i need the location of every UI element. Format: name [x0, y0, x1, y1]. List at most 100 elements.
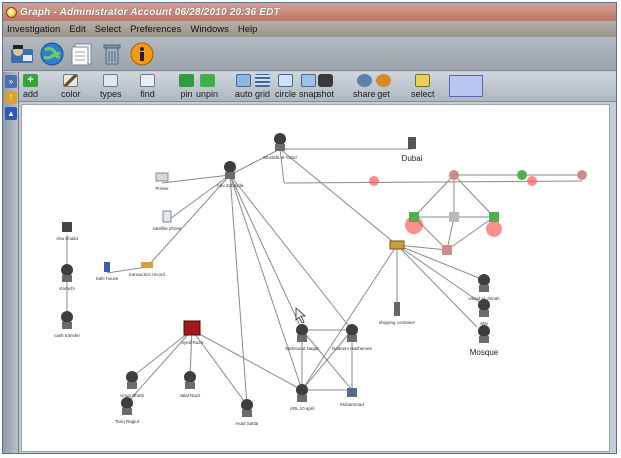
app-icon	[6, 6, 17, 18]
unpin-button[interactable]: unpin	[196, 74, 218, 99]
expand-icon[interactable]: »	[5, 75, 17, 88]
edge	[191, 329, 248, 406]
edge	[396, 244, 485, 281]
edge	[446, 216, 455, 251]
unpin-icon	[199, 74, 215, 87]
screenshot-button[interactable]: shot	[317, 74, 334, 99]
edge	[453, 174, 495, 218]
graph-node[interactable]: Syed Raza	[181, 320, 204, 345]
node-label: Mai	[480, 321, 487, 326]
graph-node[interactable]	[577, 170, 587, 180]
get-button[interactable]: get	[376, 74, 391, 99]
select-icon	[415, 74, 431, 87]
main-toolbar	[3, 37, 616, 71]
graph-node[interactable]: Karachi	[59, 264, 75, 291]
info-icon[interactable]	[129, 41, 155, 67]
network-graph[interactable]: Mustafa al-Yazid Dubai Abu Zubayda Print…	[22, 105, 610, 452]
circle-icon	[278, 74, 293, 87]
graph-node[interactable]: Mohammad	[340, 388, 364, 407]
node-label: Jalal Nazir	[179, 393, 201, 398]
graph-node[interactable]: Ubaid Al Jinnah	[468, 274, 500, 301]
graph-node[interactable]: Mosque	[470, 325, 499, 357]
menu-help[interactable]: Help	[237, 23, 258, 35]
menu-preferences[interactable]: Preferences	[130, 23, 182, 35]
graph-node[interactable]: URL 10 april	[290, 384, 315, 411]
node-label: Safe house	[96, 276, 119, 281]
edge	[301, 244, 398, 391]
graph-canvas[interactable]: Mustafa al-Yazid Dubai Abu Zubayda Print…	[21, 104, 610, 452]
graph-node[interactable]: Tariq Rajput	[115, 397, 140, 424]
snap-button[interactable]: snap	[299, 74, 319, 99]
graph-node[interactable]	[517, 170, 527, 180]
red-highlight	[486, 221, 502, 237]
graph-node[interactable]: transaction record	[129, 262, 166, 277]
edge	[396, 244, 478, 328]
graph-node[interactable]	[442, 245, 452, 255]
graph-node[interactable]: Mustafa al-Yazid	[263, 133, 297, 160]
select-button[interactable]: select	[411, 74, 435, 99]
graph-node[interactable]: Umar Bhatti	[120, 371, 144, 398]
graph-node[interactable]	[389, 240, 405, 250]
warning-icon[interactable]: !	[5, 91, 17, 104]
document-stack-icon[interactable]	[69, 41, 95, 67]
grid-layout-button[interactable]: grid	[255, 74, 270, 99]
graph-node[interactable]: Abu Zubayda	[217, 161, 244, 188]
graph-node[interactable]: Abu Khalid	[56, 222, 78, 241]
investigator-icon[interactable]	[9, 41, 35, 67]
graph-node[interactable]: Mahmoud Nagat	[285, 324, 319, 351]
find-button[interactable]: find	[140, 74, 155, 99]
edge	[396, 244, 485, 306]
node-label: Abu Khalid	[56, 236, 78, 241]
graph-node[interactable]: Nadeem Hashemee	[332, 324, 373, 351]
pin-button[interactable]: pin	[179, 74, 194, 99]
globe-icon[interactable]	[39, 41, 65, 67]
auto-layout-button[interactable]: auto	[235, 74, 253, 99]
node-label: Umar Bhatti	[120, 393, 144, 398]
node-label: Mahmoud Nagat	[285, 346, 319, 351]
menu-select[interactable]: Select	[94, 23, 122, 35]
graph-node[interactable]: Jalal Nazir	[179, 371, 201, 398]
edge	[283, 180, 583, 184]
highlight-glows	[369, 176, 537, 237]
menu-bar: Investigation Edit Select Preferences Wi…	[3, 21, 616, 37]
graph-node[interactable]	[489, 212, 499, 222]
menu-edit[interactable]: Edit	[69, 23, 86, 35]
trash-can-icon[interactable]	[99, 41, 125, 67]
edge	[189, 329, 193, 378]
node-label: transaction record	[129, 272, 166, 277]
node-label: Mustafa al-Yazid	[263, 155, 297, 160]
node-label: cash transfer	[54, 333, 81, 338]
circle-layout-button[interactable]: circle	[275, 74, 296, 99]
edge	[191, 329, 303, 391]
graph-node[interactable]: Mai	[478, 299, 490, 326]
edge	[396, 244, 448, 251]
graph-node[interactable]: satellite phone	[152, 210, 182, 231]
camera-icon	[318, 74, 333, 87]
add-button[interactable]: + add	[23, 74, 39, 99]
menu-windows[interactable]: Windows	[190, 23, 229, 35]
graph-node[interactable]	[449, 212, 459, 222]
graph-node[interactable]: shipping container	[379, 302, 416, 325]
mouse-pointer-icon	[295, 307, 307, 324]
edge	[106, 266, 148, 274]
title-bar[interactable]: Graph - Administrator Account 06/28/2010…	[3, 3, 616, 21]
node-label: Ubaid Al Jinnah	[468, 296, 500, 301]
menu-investigation[interactable]: Investigation	[7, 23, 61, 35]
graph-node[interactable]: Printer	[155, 172, 169, 191]
color-button[interactable]: color	[61, 74, 81, 99]
edge	[279, 148, 398, 246]
graph-node[interactable]	[449, 170, 459, 180]
overview-thumbnail[interactable]	[449, 75, 483, 97]
edge	[229, 174, 303, 331]
layers-icon[interactable]: ▲	[5, 107, 17, 120]
graph-node[interactable]: Dubai	[402, 137, 423, 163]
graph-node[interactable]	[409, 212, 419, 222]
node-label: shipping container	[379, 320, 416, 325]
graph-node[interactable]: Safe house	[96, 262, 119, 281]
share-button[interactable]: share	[353, 74, 376, 99]
graph-node[interactable]: cash transfer	[54, 311, 81, 338]
types-button[interactable]: types	[100, 74, 122, 99]
node-label: satellite phone	[152, 226, 182, 231]
graph-nodes: Mustafa al-Yazid Dubai Abu Zubayda Print…	[54, 133, 587, 426]
graph-node[interactable]: Asad Sattar	[235, 399, 259, 426]
